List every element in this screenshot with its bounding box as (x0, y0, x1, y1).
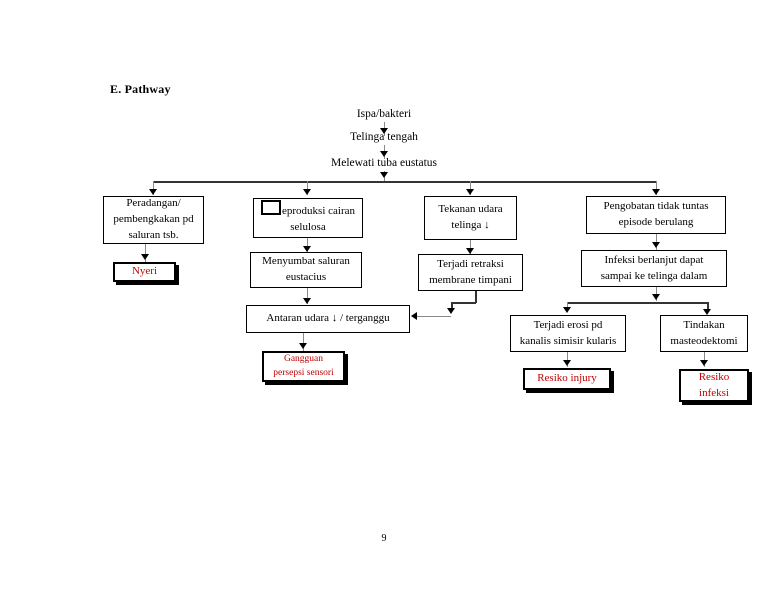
node-tindakan-label: Tindakan masteodektomi (670, 318, 738, 347)
arrowhead-down-icon (703, 309, 711, 315)
arrowhead-down-icon (652, 294, 660, 300)
node-pengobatan-label: Pengobatan tidak tuntas episode berulang (603, 200, 709, 228)
diagnosis-resiko-infeksi-label: Resiko infeksi (698, 370, 730, 399)
connector-drop-col3 (470, 181, 471, 195)
missing-glyph-box-icon (261, 200, 281, 216)
connector-erosi-resiko-injury (567, 352, 568, 367)
flow-text-telinga-tengah: Telinga tengah (350, 131, 418, 143)
node-tindakan: Tindakan masteodektomi (660, 315, 748, 352)
arrowhead-down-icon (141, 254, 149, 260)
node-reproduksi-text: eproduksi cairan selulosa (282, 205, 355, 233)
distribution-bar (153, 181, 657, 183)
arrowhead-down-icon (563, 307, 571, 313)
arrowhead-down-icon (652, 242, 660, 248)
diagnosis-resiko-injury: Resiko injury (523, 368, 611, 390)
connector-split-left (567, 302, 568, 311)
diagnosis-resiko-infeksi: Resiko infeksi (679, 369, 749, 402)
node-menyumbat: Menyumbat saluran eustacius (250, 252, 362, 288)
node-antaran-label: Antaran udara ↓ / terganggu (266, 312, 390, 325)
arrowhead-down-icon (380, 151, 388, 157)
flow-text-melewati-tuba: Melewati tuba eustatus (330, 157, 438, 169)
node-reproduksi: eproduksi cairan selulosa (253, 198, 363, 238)
diagnosis-gangguan: Gangguan persepsi sensori (262, 351, 345, 382)
connector-retraksi-elbow-vert (475, 291, 477, 303)
node-retraksi: Terjadi retraksi membrane timpani (418, 254, 523, 291)
arrowhead-down-icon (303, 189, 311, 195)
connector-retraksi-elbow-drop (451, 302, 453, 310)
node-retraksi-label: Terjadi retraksi membrane timpani (429, 257, 512, 286)
page-title: E. Pathway (110, 82, 171, 96)
node-erosi-label: Terjadi erosi pd kanalis simisir kularis (519, 318, 617, 347)
connector-drop-col4 (656, 181, 657, 195)
diagnosis-nyeri: Nyeri (113, 262, 176, 282)
node-tekanan: Tekanan udara telinga ↓ (424, 196, 517, 240)
arrowhead-down-icon (380, 128, 388, 134)
arrowhead-down-icon (466, 248, 474, 254)
diagnosis-resiko-injury-label: Resiko injury (537, 372, 597, 385)
node-erosi: Terjadi erosi pd kanalis simisir kularis (510, 315, 626, 352)
arrowhead-down-icon (149, 189, 157, 195)
split-bar-infeksi (567, 302, 707, 304)
node-peradangan: Peradangan/ pembengkakan pd saluran tsb. (103, 196, 204, 244)
node-infeksi-berlanjut: Infeksi berlanjut dapat sampai ke teling… (581, 250, 727, 287)
arrowhead-down-icon (303, 246, 311, 252)
node-tekanan-label: Tekanan udara telinga ↓ (438, 203, 503, 231)
connector-retraksi-elbow-horz (451, 302, 476, 304)
connector-menyumbat-antaran (307, 288, 308, 304)
arrowhead-down-icon (303, 298, 311, 304)
node-menyumbat-label: Menyumbat saluran eustacius (262, 255, 350, 283)
arrowhead-down-icon (299, 343, 307, 349)
arrowhead-left-icon (411, 312, 417, 320)
connector-split-right (707, 302, 709, 311)
arrowhead-down-icon (652, 189, 660, 195)
arrowhead-down-icon (447, 308, 455, 314)
node-peradangan-label: Peradangan/ pembengkakan pd saluran tsb. (113, 197, 194, 241)
diagnosis-gangguan-label: Gangguan persepsi sensori (273, 353, 334, 378)
flow-text-ispa: Ispa/bakteri (356, 108, 412, 120)
node-reproduksi-label: eproduksi cairan selulosa (258, 200, 358, 236)
arrowhead-down-icon (380, 172, 388, 178)
connector-drop-col2 (307, 181, 308, 195)
connector-peradangan-nyeri (145, 244, 146, 262)
connector-reproduksi-menyumbat (307, 238, 308, 252)
arrowhead-down-icon (563, 360, 571, 366)
node-infeksi-berlanjut-label: Infeksi berlanjut dapat sampai ke teling… (600, 253, 708, 282)
arrowhead-down-icon (466, 189, 474, 195)
node-pengobatan: Pengobatan tidak tuntas episode berulang (586, 196, 726, 234)
arrowhead-down-icon (700, 360, 708, 366)
connector-tekanan-retraksi (470, 240, 471, 254)
diagnosis-nyeri-label: Nyeri (131, 265, 158, 278)
connector-antaran-gangguan (303, 333, 304, 351)
connector-into-antaran (417, 316, 451, 317)
connector-tindakan-resiko-infeksi (704, 352, 705, 367)
connector-drop-col1 (153, 181, 154, 195)
page-number: 9 (381, 533, 387, 544)
node-antaran: Antaran udara ↓ / terganggu (246, 305, 410, 333)
